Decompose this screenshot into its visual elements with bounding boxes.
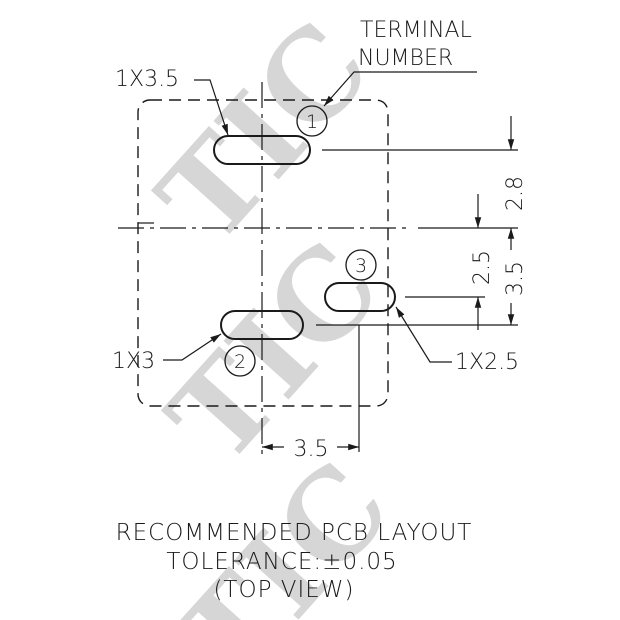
terminal-marker-2: 2: [224, 345, 256, 377]
pad-2: [220, 310, 304, 340]
terminal-number-3: 3: [355, 255, 367, 277]
terminal-label-line2: NUMBER: [358, 46, 453, 71]
dim-2.5-label: 2.5: [470, 250, 495, 285]
caption-title: RECOMMENDED PCB LAYOUT: [116, 520, 473, 546]
pad-3-leader: [395, 306, 452, 363]
pad-3: [324, 282, 396, 312]
dim-3.5v-label: 3.5: [503, 261, 528, 296]
terminal-leader: [323, 71, 477, 107]
terminal-label-line1: TERMINAL: [360, 18, 472, 43]
watermark-text-1: TIC: [132, 0, 398, 269]
dim-3.5h-label: 3.5: [294, 437, 329, 462]
pad-1-leader: [194, 79, 229, 136]
terminal-marker-3: 3: [345, 249, 377, 281]
component-outline: [137, 99, 389, 407]
pad-2-leader: [163, 333, 222, 361]
pad-2-size-label: 1X3: [112, 349, 155, 374]
caption-view: (TOP VIEW): [213, 577, 354, 603]
pad-1-size-label: 1X3.5: [115, 67, 179, 92]
pad-3-size-label: 1X2.5: [455, 350, 519, 375]
terminal-marker-1: 1: [296, 105, 328, 137]
terminal-number-2: 2: [234, 351, 246, 373]
terminal-number-1: 1: [306, 111, 318, 133]
pad-1: [213, 135, 311, 165]
caption-tolerance: TOLERANCE:±0.05: [166, 549, 397, 575]
dim-2.8-label: 2.8: [503, 176, 528, 211]
watermark-text-2: TIC: [142, 216, 408, 489]
